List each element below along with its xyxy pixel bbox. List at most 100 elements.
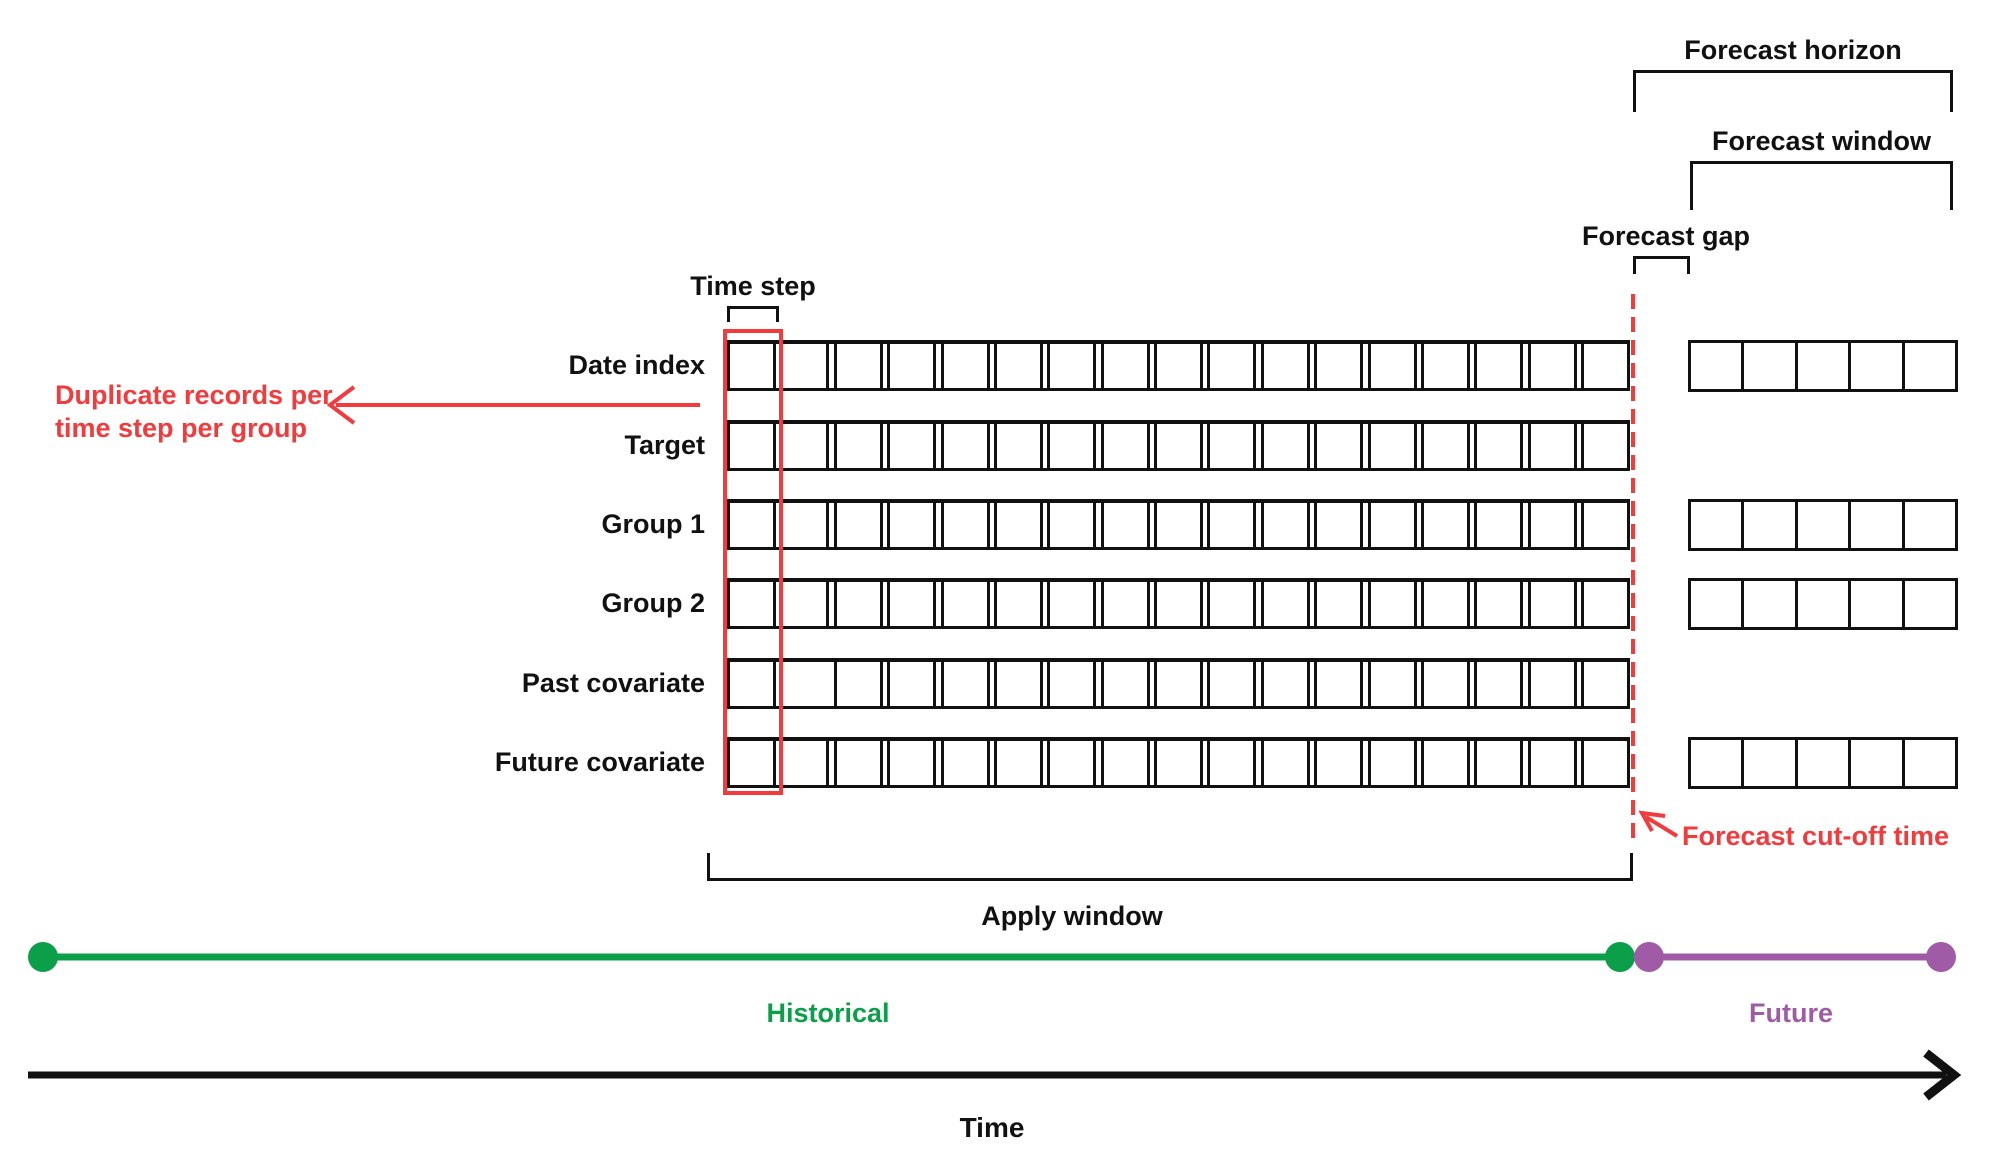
grid-cell [940, 658, 990, 709]
grid-cell [833, 340, 883, 391]
grid-cell [1154, 737, 1203, 788]
future-cell [1798, 740, 1852, 786]
grid-cell [1207, 499, 1257, 550]
grid-cell [1367, 499, 1417, 550]
grid-cell [1154, 420, 1203, 471]
future-cell [1851, 502, 1905, 548]
grid-cell [1527, 420, 1577, 471]
forecast-horizon-bracket [1633, 70, 1953, 112]
grid-cell [833, 420, 883, 471]
row-label-target: Target [624, 430, 705, 460]
historical-label: Historical [766, 998, 890, 1028]
apply-window-bracket [707, 853, 1633, 881]
grid-cell [780, 737, 830, 788]
grid-row-future-covariate [727, 737, 1630, 788]
grid-cell [1260, 737, 1310, 788]
future-cell [1744, 581, 1798, 627]
historical-timeline [28, 942, 1635, 972]
row-label-group-1: Group 1 [601, 509, 705, 539]
grid-cell [940, 420, 990, 471]
grid-cell [1207, 658, 1257, 709]
grid-cell [1314, 420, 1364, 471]
grid-cell [1314, 737, 1364, 788]
grid-cell [1527, 499, 1577, 550]
grid-cell [1260, 420, 1310, 471]
forecast-window-label: Forecast window [1711, 126, 1932, 156]
time-step-label: Time step [690, 271, 816, 301]
grid-cell [993, 578, 1043, 629]
grid-cell [940, 578, 990, 629]
historical-start-dot [28, 942, 58, 972]
future-start-dot [1634, 942, 1664, 972]
grid-cell [1367, 658, 1417, 709]
grid-cell [1420, 420, 1470, 471]
future-cell [1905, 581, 1955, 627]
grid-cell [780, 578, 830, 629]
future-timeline [1634, 942, 1956, 972]
grid-cell [887, 499, 937, 550]
future-cell [1691, 581, 1745, 627]
duplicate-records-highlight [723, 329, 783, 795]
grid-row-target [727, 420, 1630, 471]
grid-cell [887, 578, 937, 629]
row-label-past-covariate: Past covariate [521, 668, 705, 698]
apply-window-label: Apply window [981, 901, 1163, 931]
grid-cell [993, 340, 1043, 391]
grid-cell [1207, 420, 1257, 471]
grid-cell [727, 499, 776, 550]
grid-cell [833, 737, 883, 788]
grid-row-group-1 [727, 499, 1630, 550]
grid-cell [1420, 578, 1470, 629]
grid-cell [1367, 578, 1417, 629]
grid-cell [1100, 499, 1150, 550]
grid-row-date-index [727, 340, 1630, 391]
grid-cell [1367, 340, 1417, 391]
grid-cell [1154, 658, 1203, 709]
historical-end-dot [1605, 942, 1635, 972]
forecast-cutoff-label: Forecast cut-off time [1682, 821, 1950, 851]
time-step-bracket [727, 306, 779, 322]
grid-cell [1474, 340, 1524, 391]
grid-cell [1581, 578, 1630, 629]
grid-cell [1474, 658, 1524, 709]
future-block-date-index [1688, 340, 1958, 392]
grid-cell [833, 499, 883, 550]
row-label-future-covariate: Future covariate [494, 747, 705, 777]
grid-cell [887, 340, 937, 391]
grid-cell [1260, 340, 1310, 391]
row-label-group-2: Group 2 [601, 588, 705, 618]
grid-cell [1154, 340, 1203, 391]
grid-cell [1527, 340, 1577, 391]
future-cell [1905, 343, 1955, 389]
grid-cell [1581, 658, 1630, 709]
grid-cell [780, 340, 830, 391]
grid-cell [1047, 499, 1097, 550]
grid-cell [1581, 420, 1630, 471]
grid-cell [1474, 737, 1524, 788]
grid-cell [940, 737, 990, 788]
time-axis-label: Time [959, 1112, 1025, 1143]
grid-cell [1367, 420, 1417, 471]
grid-cell [940, 340, 990, 391]
grid-cell [1047, 578, 1097, 629]
duplicate-records-note-line2: time step per group [55, 413, 308, 443]
future-cell [1851, 740, 1905, 786]
future-cell [1798, 343, 1852, 389]
grid-cell [993, 737, 1043, 788]
row-label-date-index: Date index [568, 350, 705, 380]
grid-cell [1047, 658, 1097, 709]
future-end-dot [1926, 942, 1956, 972]
grid-cell [727, 737, 776, 788]
future-cell [1744, 343, 1798, 389]
grid-cell [1527, 658, 1577, 709]
grid-cell [1420, 737, 1470, 788]
future-label: Future [1749, 998, 1833, 1028]
grid-cell [993, 658, 1043, 709]
future-cell [1905, 502, 1955, 548]
duplicate-records-note: Duplicate records per time step per grou… [55, 379, 333, 445]
grid-cell [833, 578, 883, 629]
future-cell [1744, 502, 1798, 548]
grid-cell [1047, 340, 1097, 391]
grid-cell [1474, 420, 1524, 471]
